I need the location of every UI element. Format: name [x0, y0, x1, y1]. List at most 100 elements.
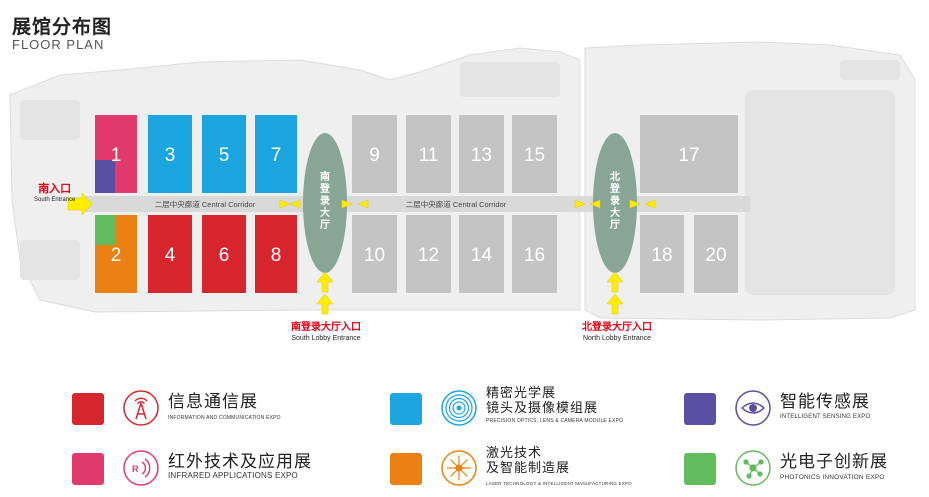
page-title: 展馆分布图	[12, 17, 113, 38]
hall-number: 17	[678, 145, 699, 166]
outline-details	[20, 60, 900, 295]
hall-12[interactable]: 12	[406, 215, 451, 293]
legend-precision: 精密光学展 镜头及摄像模组展 PRECISION OPTICS, LENS & …	[390, 385, 680, 426]
arrow-right-icon	[629, 199, 641, 209]
north-lobby-arrow-icon	[606, 293, 624, 315]
legend-label-cn: 红外技术及应用展	[168, 452, 312, 471]
legend-label-en: INFRARED APPLICATIONS EXPO	[168, 471, 298, 480]
hall-block	[406, 115, 451, 193]
hall-accent	[95, 160, 115, 193]
hall-number: 15	[524, 145, 545, 166]
hall-number: 10	[364, 245, 385, 266]
north-lobby-arrow-icon	[606, 271, 624, 293]
hall-2[interactable]: 2	[95, 215, 137, 293]
hall-3[interactable]: 3	[148, 115, 192, 193]
hall-13[interactable]: 13	[459, 115, 504, 193]
hall-number: 12	[418, 245, 439, 266]
hall-11[interactable]: 11	[406, 115, 451, 193]
lens-rings-icon	[441, 390, 477, 426]
svg-text:R: R	[132, 464, 139, 474]
legend-label-en: INFORMATION AND COMMUNICATION EXPO	[168, 415, 281, 421]
hall-6[interactable]: 6	[202, 215, 246, 293]
hall-8[interactable]: 8	[255, 215, 297, 293]
arrow-left-icon	[644, 199, 656, 209]
hall-number: 20	[705, 245, 726, 266]
hall-number: 9	[369, 145, 380, 166]
legend-label-cn-line2: 镜头及摄像模组展	[486, 400, 599, 415]
eye-icon	[735, 390, 771, 426]
legend-label-cn: 光电子创新展	[780, 452, 888, 471]
south-lobby-entrance-label: 南登录大厅入口 South Lobby Entrance	[291, 318, 361, 342]
hall-18[interactable]: 18	[640, 215, 684, 293]
arrow-right-icon	[341, 199, 353, 209]
corridor-label-left: 二层中央廊道 Central Corridor	[155, 199, 256, 209]
hall-block	[640, 115, 738, 193]
legend-label-en: INTELLIGENT SENSING EXPO	[780, 414, 871, 420]
hall-block	[202, 115, 246, 193]
hall-1[interactable]: 1	[95, 115, 137, 193]
legend-label-en: PHOTONICS INNOVATION EXPO	[780, 474, 885, 481]
arrows	[67, 192, 656, 315]
hall-number: 2	[111, 245, 122, 266]
hall-number: 18	[651, 245, 672, 266]
hall-block	[694, 215, 738, 293]
south-entrance-cn: 南入口	[38, 183, 72, 195]
legend-label-cn: 信息通信展	[168, 392, 258, 411]
hall-number: 4	[165, 245, 176, 266]
hall-number: 16	[524, 245, 545, 266]
legend-swatch	[684, 393, 716, 425]
legend-swatch	[684, 453, 716, 485]
legend-sensing: 智能传感展 INTELLIGENT SENSING EXPO	[684, 385, 914, 426]
hall-block	[640, 215, 684, 293]
arrow-left-icon	[357, 199, 369, 209]
hall-number: 13	[471, 145, 492, 166]
hall-number: 8	[271, 245, 282, 266]
central-corridor: 二层中央廊道 Central Corridor 二层中央廊道 Central C…	[85, 196, 750, 212]
south-lobby-label: 南登录大厅	[319, 170, 331, 231]
hall-block	[202, 215, 246, 293]
north-lobby-entrance-en: North Lobby Entrance	[582, 335, 652, 342]
laser-burst-icon	[441, 450, 477, 486]
hall-7[interactable]: 7	[255, 115, 297, 193]
legend-label-cn-line2: 及智能制造展	[486, 460, 571, 475]
hall-10[interactable]: 10	[352, 215, 397, 293]
hall-accent	[95, 215, 115, 245]
hall-17[interactable]: 17	[640, 115, 738, 193]
floor-plan-map: 二层中央廊道 Central Corridor 二层中央廊道 Central C…	[9, 41, 916, 321]
corridor-label-right: 二层中央廊道 Central Corridor	[406, 199, 507, 209]
legend-photonics: 光电子创新展 PHOTONICS INNOVATION EXPO	[684, 445, 914, 486]
hall-number: 5	[219, 145, 230, 166]
legend-swatch	[72, 453, 104, 485]
hall-number: 6	[219, 245, 230, 266]
page-subtitle: FLOOR PLAN	[12, 37, 105, 52]
legend-label-cn: 智能传感展	[780, 392, 870, 411]
arrow-right-icon	[279, 199, 291, 209]
hall-16[interactable]: 16	[512, 215, 557, 293]
hall-block	[512, 215, 557, 293]
south-lobby-arrow-icon	[316, 293, 334, 315]
south-lobby-entrance-cn: 南登录大厅入口	[291, 322, 361, 333]
hall-5[interactable]: 5	[202, 115, 246, 193]
legend-swatch	[390, 453, 422, 485]
hall-number: 1	[111, 145, 122, 166]
south-entrance-en: South Entrance	[34, 197, 76, 203]
legend-laser: 激光技术 及智能制造展 LASER TECHNOLOGY & INTELLIGE…	[390, 445, 680, 486]
arrow-left-icon	[589, 199, 601, 209]
hall-block	[512, 115, 557, 193]
south-lobby[interactable]: 南登录大厅	[303, 133, 347, 273]
hall-block	[148, 115, 192, 193]
molecule-icon	[735, 450, 771, 486]
legend-label-cn-line1: 精密光学展	[486, 385, 557, 400]
hall-4[interactable]: 4	[148, 215, 192, 293]
hall-number: 3	[165, 145, 176, 166]
hall-9[interactable]: 9	[352, 115, 397, 193]
hall-15[interactable]: 15	[512, 115, 557, 193]
north-lobby[interactable]: 北登录大厅	[593, 133, 637, 273]
hall-block	[255, 115, 297, 193]
hall-20[interactable]: 20	[694, 215, 738, 293]
legend-infrared: R 红外技术及应用展 INFRARED APPLICATIONS EXPO	[72, 445, 372, 486]
hall-14[interactable]: 14	[459, 215, 504, 293]
arrow-left-icon	[289, 199, 301, 209]
hall-number: 14	[471, 245, 493, 266]
